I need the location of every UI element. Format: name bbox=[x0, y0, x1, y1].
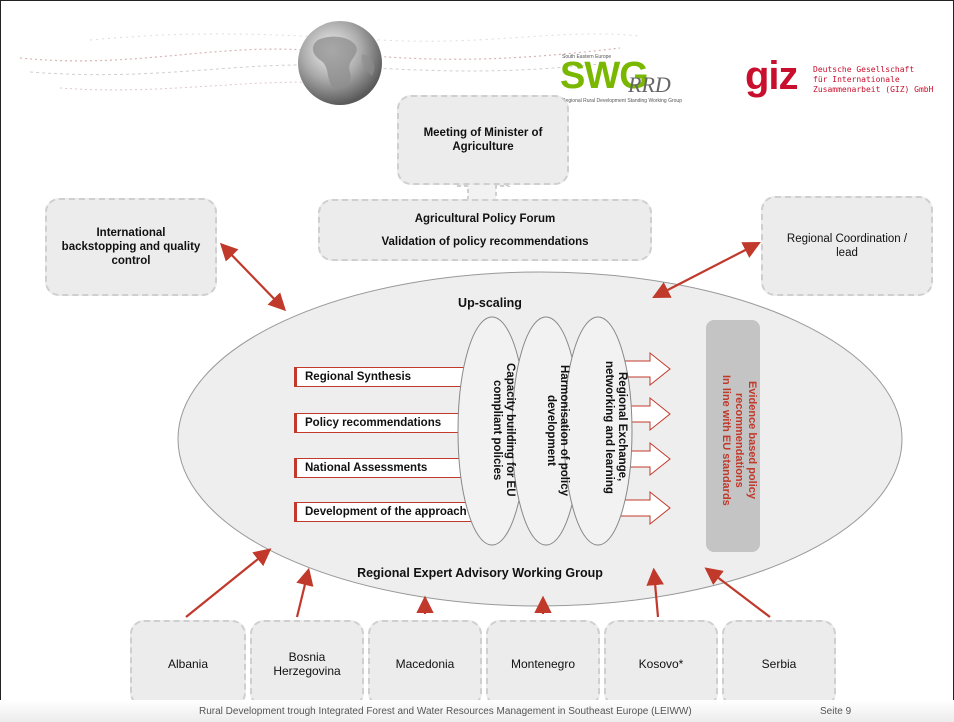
swg-main-text: SWG bbox=[560, 55, 649, 97]
minister-label: Meeting of Minister of Agriculture bbox=[423, 127, 543, 153]
bar-development-approach: Development of the approach bbox=[294, 502, 494, 522]
bar-regional-synthesis: Regional Synthesis bbox=[294, 367, 494, 387]
bar-national-assessments: National Assessments bbox=[294, 458, 494, 478]
country-label: Montenegro bbox=[510, 656, 576, 671]
page-number: Seite 9 bbox=[820, 706, 852, 717]
column-capacity-building: Capacity building for EU compliant polic… bbox=[491, 363, 516, 497]
column-regional-exchange: Regional Exchange, networking and learni… bbox=[603, 360, 628, 494]
swg-rrd-text: RRD bbox=[628, 72, 671, 97]
giz-mark: giz bbox=[745, 54, 799, 98]
swg-sub-text: Regional Rural Development Standing Work… bbox=[562, 98, 682, 104]
bar-policy-recommendations: Policy recommendations bbox=[294, 413, 494, 433]
country-label: Serbia bbox=[761, 656, 797, 671]
column-harmonisation: Harmonisation of policy development bbox=[545, 364, 570, 496]
country-label: Kosovo* bbox=[638, 656, 684, 671]
evidence-line2: recommendations bbox=[733, 392, 745, 488]
globe-icon bbox=[298, 21, 382, 105]
coordination-box: Regional Coordination / lead bbox=[761, 196, 933, 296]
connector-arrows bbox=[185, 241, 771, 618]
evidence-panel bbox=[706, 320, 760, 552]
header-decoration bbox=[19, 21, 641, 105]
evidence-label: Evidence based policy recommendations In… bbox=[708, 340, 758, 540]
policy-forum-box: Agricultural Policy Forum Validation of … bbox=[318, 199, 652, 261]
country-kosovo: Kosovo* bbox=[604, 620, 718, 707]
upscaling-label: Up-scaling bbox=[458, 296, 522, 310]
country-albania: Albania bbox=[130, 620, 246, 707]
giz-line3: Zusammenarbeit (GIZ) GmbH bbox=[813, 85, 934, 94]
giz-line1: Deutsche Gesellschaft bbox=[813, 65, 915, 74]
swg-top-text: South Eastern Europe bbox=[562, 54, 612, 60]
evidence-line3: In line with EU standards bbox=[720, 374, 732, 506]
country-montenegro: Montenegro bbox=[486, 620, 600, 707]
country-serbia: Serbia bbox=[722, 620, 836, 707]
giz-line2: für Internationale bbox=[813, 75, 900, 84]
evidence-line1: Evidence based policy bbox=[746, 381, 758, 499]
country-label: Bosnia Herzegovina bbox=[273, 649, 341, 678]
country-bosnia: Bosnia Herzegovina bbox=[250, 620, 364, 707]
forum-title: Agricultural Policy Forum bbox=[414, 212, 556, 225]
country-label: Albania bbox=[167, 656, 209, 671]
country-label: Macedonia bbox=[395, 656, 455, 671]
international-label: International backstopping and quality c… bbox=[61, 227, 201, 267]
minister-box: Meeting of Minister of Agriculture bbox=[397, 95, 569, 185]
giz-logo: giz Deutsche Gesellschaft für Internatio… bbox=[745, 54, 933, 104]
country-macedonia: Macedonia bbox=[368, 620, 482, 707]
swg-logo: South Eastern Europe SWG RRD Regional Ru… bbox=[560, 54, 720, 106]
footer-bar bbox=[0, 700, 954, 722]
international-box: International backstopping and quality c… bbox=[45, 198, 217, 296]
coordination-label: Regional Coordination / lead bbox=[786, 233, 908, 259]
forum-subtitle: Validation of policy recommendations bbox=[381, 235, 589, 248]
footer-text: Rural Development trough Integrated Fore… bbox=[199, 706, 692, 717]
expert-group-label: Regional Expert Advisory Working Group bbox=[357, 566, 603, 580]
